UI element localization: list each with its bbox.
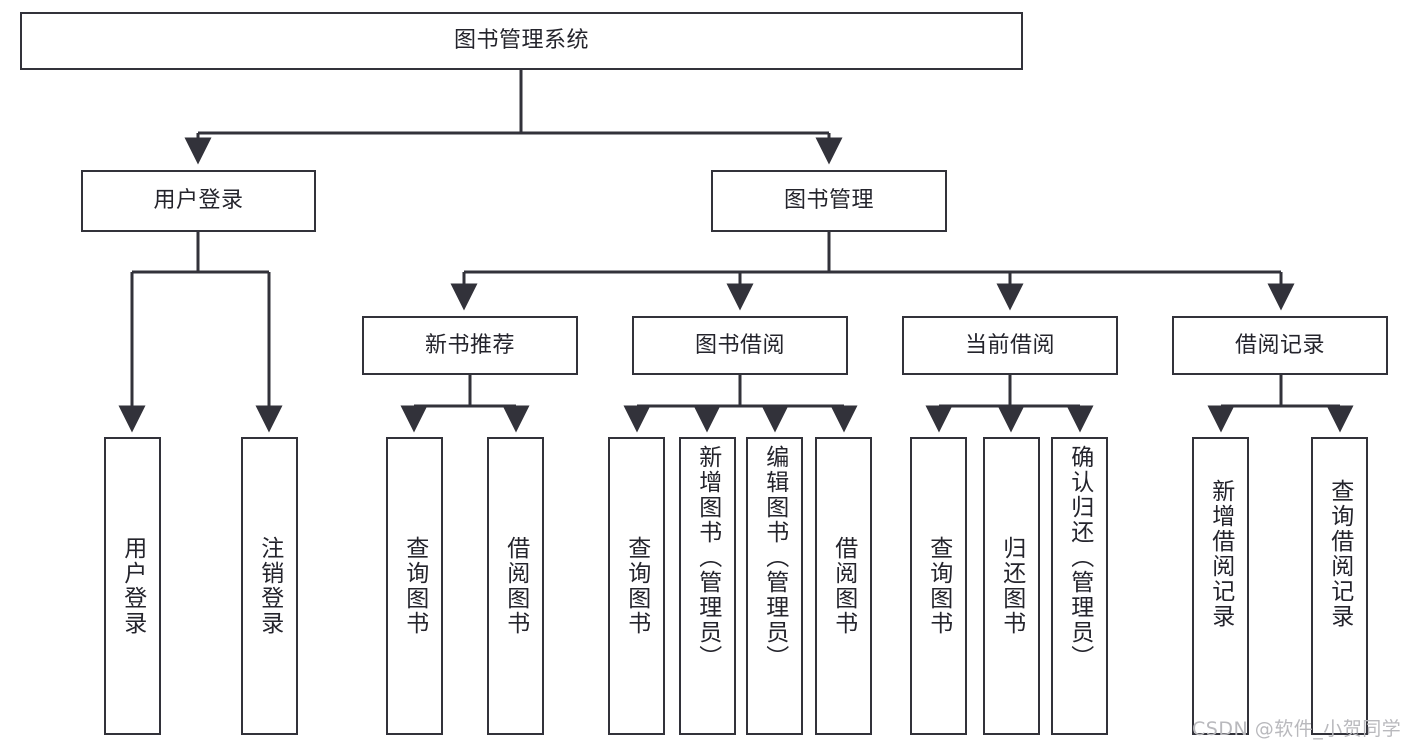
node-borrow-record[interactable]: 借阅记录: [1172, 316, 1388, 375]
node-label: 借阅图书: [830, 536, 857, 636]
node-label: 注销登录: [256, 536, 283, 636]
node-label: 图书借阅: [694, 332, 785, 358]
node-label: 用户登录: [153, 188, 244, 214]
node-leaf-query-book-borrow[interactable]: 查询图书: [608, 437, 665, 735]
node-label: 查询图书: [925, 536, 952, 636]
node-label: 借阅图书: [502, 536, 529, 636]
node-root-system[interactable]: 图书管理系统: [20, 12, 1023, 70]
node-label: 新书推荐: [424, 332, 515, 358]
node-label: 图书管理: [783, 188, 874, 214]
node-leaf-borrow-book[interactable]: 借阅图书: [815, 437, 872, 735]
node-leaf-add-book[interactable]: 新增图书（管理员）: [679, 437, 736, 735]
node-leaf-user-login[interactable]: 用户登录: [104, 437, 161, 735]
node-label: 查询图书: [623, 536, 650, 636]
node-user-login[interactable]: 用户登录: [81, 170, 316, 232]
node-label: 新增图书（管理员）: [694, 445, 721, 670]
node-leaf-return-book[interactable]: 归还图书: [983, 437, 1040, 735]
node-label: 查询借阅记录: [1326, 479, 1353, 629]
node-label: 编辑图书（管理员）: [761, 445, 788, 670]
node-label: 归还图书: [998, 536, 1025, 636]
node-book-borrow[interactable]: 图书借阅: [632, 316, 848, 375]
node-leaf-query-borrow-record[interactable]: 查询借阅记录: [1311, 437, 1368, 735]
node-label: 确认归还（管理员）: [1066, 445, 1093, 670]
node-leaf-edit-book[interactable]: 编辑图书（管理员）: [746, 437, 803, 735]
node-label: 借阅记录: [1234, 332, 1325, 358]
node-leaf-confirm-return[interactable]: 确认归还（管理员）: [1051, 437, 1108, 735]
node-leaf-query-book-recommend[interactable]: 查询图书: [386, 437, 443, 735]
node-label: 查询图书: [401, 536, 428, 636]
node-book-manage[interactable]: 图书管理: [711, 170, 947, 232]
node-new-book-recommend[interactable]: 新书推荐: [362, 316, 578, 375]
node-current-borrow[interactable]: 当前借阅: [902, 316, 1118, 375]
node-label: 图书管理系统: [453, 28, 589, 54]
node-leaf-user-logout[interactable]: 注销登录: [241, 437, 298, 735]
node-label: 当前借阅: [964, 332, 1055, 358]
node-label: 用户登录: [119, 536, 146, 636]
node-leaf-borrow-book-recommend[interactable]: 借阅图书: [487, 437, 544, 735]
node-leaf-add-borrow-record[interactable]: 新增借阅记录: [1192, 437, 1249, 735]
node-label: 新增借阅记录: [1207, 479, 1234, 629]
node-leaf-query-book-current[interactable]: 查询图书: [910, 437, 967, 735]
